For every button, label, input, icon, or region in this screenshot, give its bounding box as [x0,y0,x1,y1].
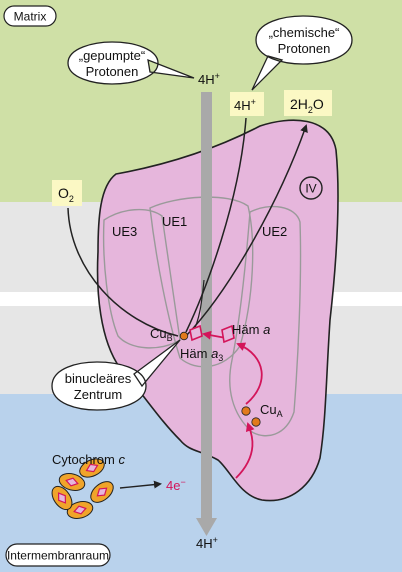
oxygen-label: O2 [58,185,74,204]
cu-b-atom [179,331,189,341]
heme-a3-label: Häm a3 [180,346,223,363]
cu-b-label: CuB [150,326,173,343]
cu-a-label: CuA [260,402,283,419]
chemical-proton-pathway [185,117,247,333]
chemical-protons-bubble [251,15,353,91]
complex-iv-label: IV [305,182,316,196]
heme-a-label: Häm a [232,322,270,337]
cytochrome-c-molecules [51,458,114,519]
cytochrome-c-label: Cytochrom c [52,452,125,467]
subunit-ue1-label: UE1 [162,214,187,229]
pumped-protons-line1: „gepumpte“ [79,48,145,63]
chemical-protons-line1: „chemische“ [269,25,340,40]
proton-channel [201,92,212,520]
electrons-label: 4e− [166,477,186,493]
subunit-ue2-label: UE2 [262,224,287,239]
proton-channel-arrowhead [196,518,217,536]
matrix-label: Matrix [14,10,47,24]
cu-a-atom-2 [251,417,261,427]
pumped-protons-bottom-label: 4H+ [196,535,218,551]
complex-iv-body [96,119,339,502]
heme-a3-icon [189,324,203,342]
intermembrane-label: Intermembranraum [7,549,109,563]
oxygen-pathway [67,207,179,337]
intermembrane-pill [5,543,111,567]
matrix-pill [3,5,57,27]
oxygen-box [52,180,82,206]
chemical-protons-line2: Protonen [278,41,331,56]
water-label: 2H2O [290,96,324,115]
cytochrome-electron-arrow [119,480,162,489]
cu-a-atom-1 [241,406,251,416]
chemical-protons-box [230,92,264,116]
chemical-protons-label: 4H+ [234,97,256,113]
electron-path-to-heme-a [236,342,263,405]
subunit-ue3-label: UE3 [112,224,137,239]
binuclear-center-line1: binucleäres [65,371,132,386]
pumped-protons-top-label: 4H+ [198,71,220,87]
heme-a-icon [221,324,235,344]
pumped-protons-bubble [67,41,195,85]
subunit-ue3-outline [102,208,181,349]
complex-iv-badge [299,176,323,200]
pumped-protons-line2: Protonen [86,64,139,79]
water-box [284,90,332,116]
binuclear-center-bubble [51,339,181,411]
water-output-arrow [185,124,308,337]
electron-path-to-cua [235,422,255,479]
subunit-ue2-outline [229,205,302,437]
binuclear-center-line2: Zentrum [74,387,122,402]
electron-path-to-heme-a3 [202,330,227,340]
